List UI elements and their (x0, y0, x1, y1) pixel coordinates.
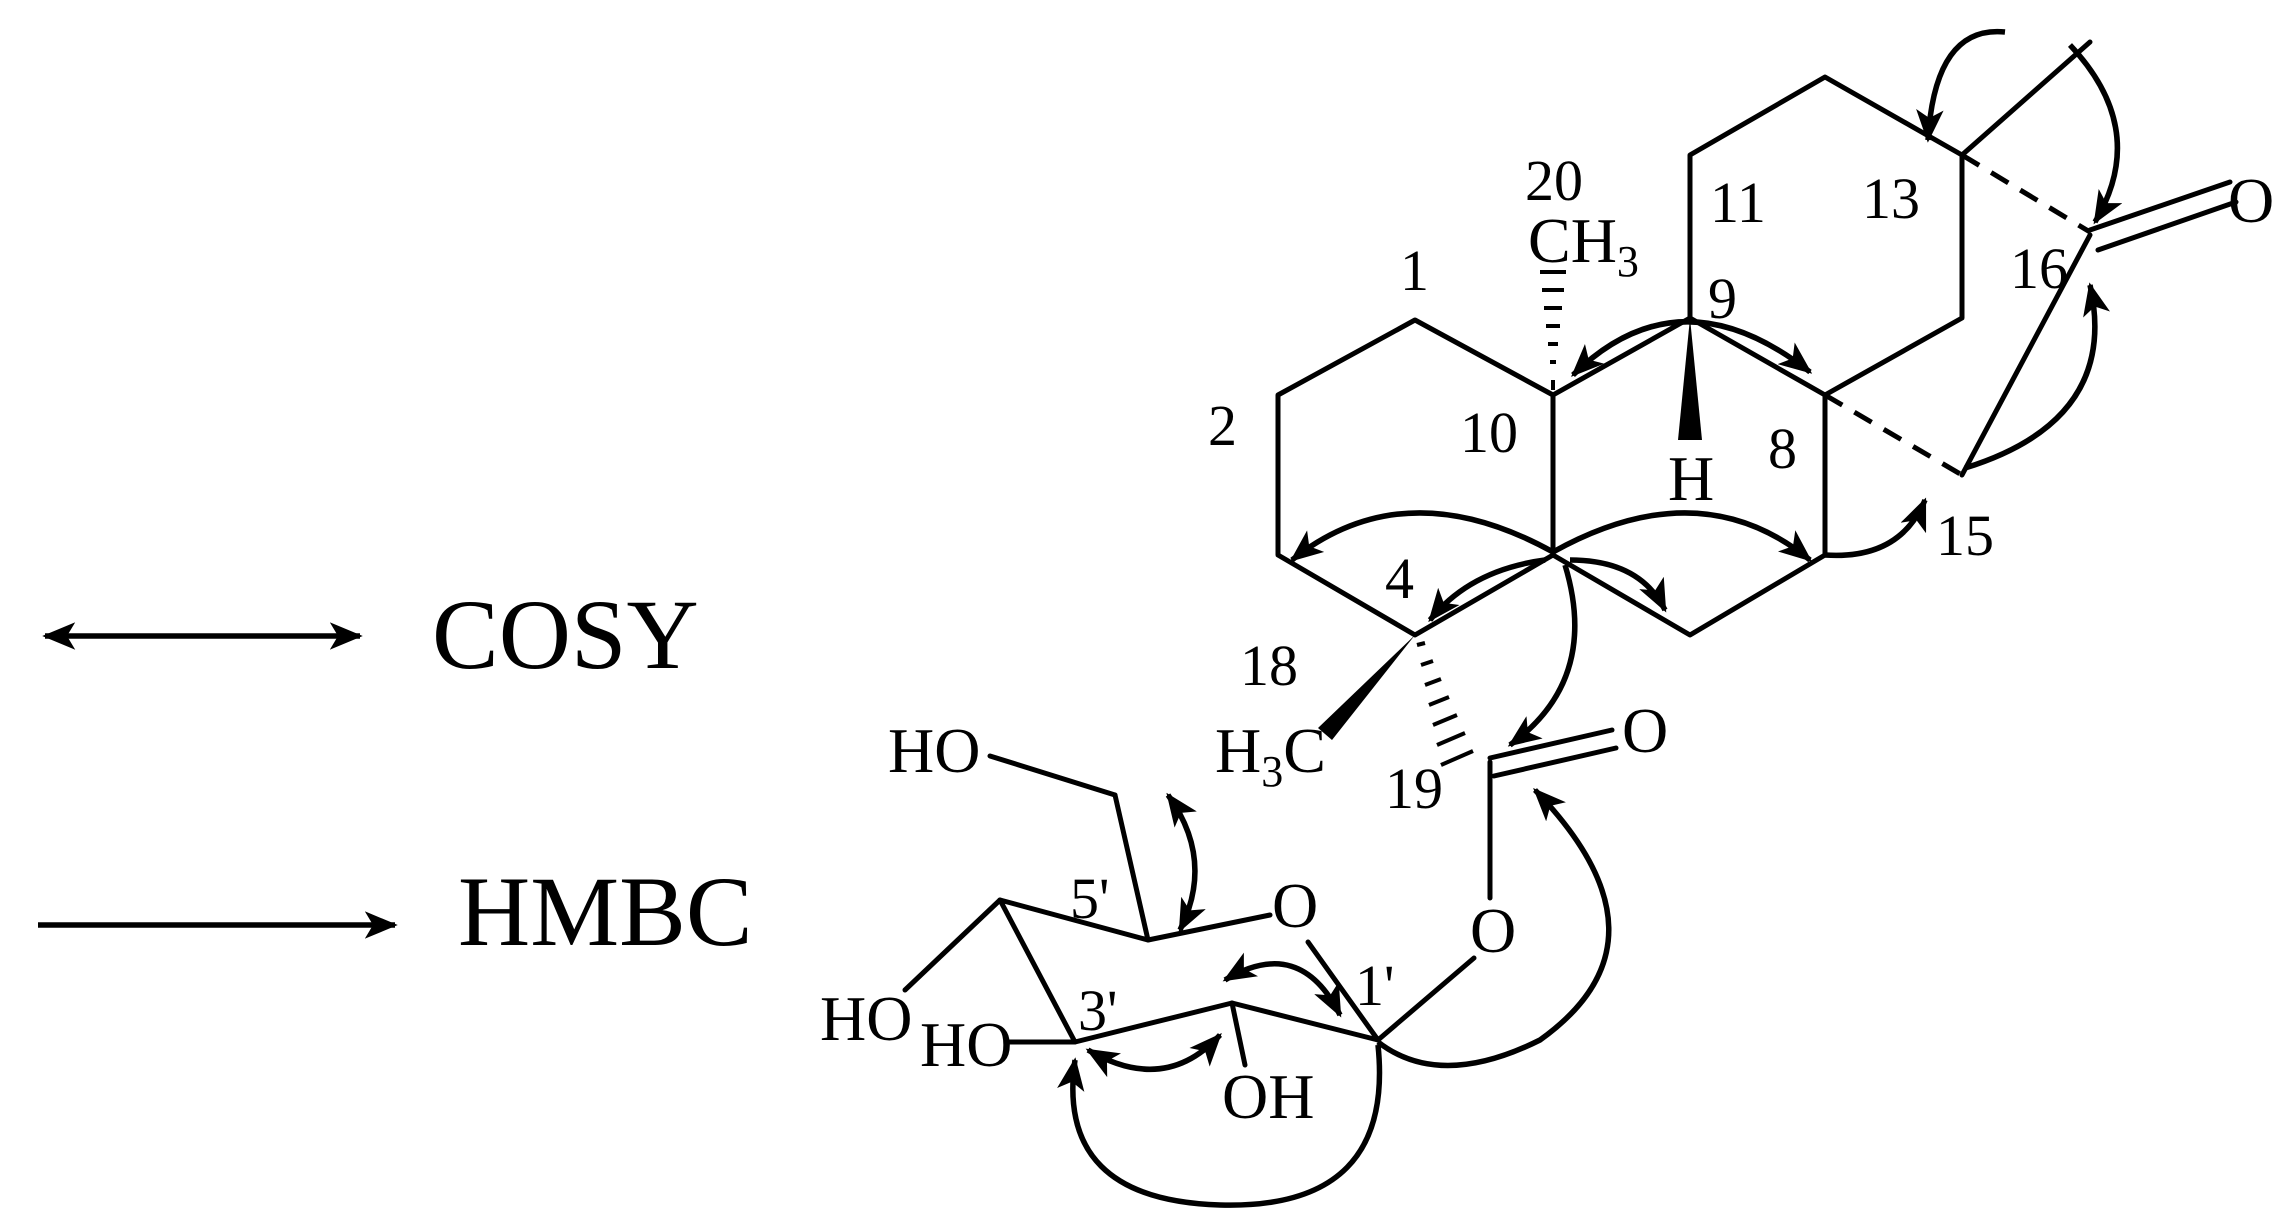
hashed-wedge-10 (1540, 270, 1566, 390)
methyl-18-label: H3C (1215, 715, 1326, 796)
bond-13-methyl (1959, 39, 2093, 158)
ring-a (1275, 317, 1556, 638)
hydroxyl-3p-label: HO (920, 1009, 1012, 1080)
cosy-arrow-1p-2p (1222, 952, 1343, 1018)
bond-13-16 (1960, 152, 2092, 235)
position-2: 2 (1208, 393, 1237, 458)
position-10: 10 (1460, 400, 1518, 465)
ring-oxygen-label: O (1272, 870, 1318, 941)
cosy-arrow-3-5-7 (1289, 510, 1813, 563)
position-15: 15 (1936, 503, 1994, 568)
hydroxyl-2p-label: OH (1222, 1061, 1314, 1132)
cosy-arrow-9-10-8 (1571, 319, 1813, 377)
correlation-arrows (1057, 28, 2123, 1208)
hashed-wedge-4 (1416, 641, 1474, 767)
bond-15-16 (1959, 232, 2093, 478)
ketone-oxygen-label: O (2228, 165, 2274, 236)
position-13: 13 (1862, 166, 1920, 231)
position-16: 16 (2010, 236, 2068, 301)
cosy-arrow-5p-6p (1165, 792, 1206, 933)
position-18: 18 (1240, 633, 1298, 698)
position-5-prime: 5' (1070, 866, 1109, 931)
position-numbers: 1 2 4 8 9 10 11 13 15 16 18 19 20 1' 3' … (1070, 148, 2068, 1043)
position-20: 20 (1525, 148, 1583, 213)
position-19: 19 (1385, 756, 1443, 821)
hmbc-arrow-5-6 (1569, 557, 1668, 613)
position-11: 11 (1710, 170, 1766, 235)
hmbc-arrow-14-15 (1824, 497, 1928, 559)
position-4: 4 (1385, 546, 1414, 611)
hydrogen-9-label: H (1668, 443, 1714, 514)
position-1: 1 (1400, 238, 1429, 303)
ring-b (1550, 315, 1828, 638)
bond-5p-6p (1112, 792, 1151, 943)
hmbc-arrow-1p-3p (1057, 1044, 1383, 1208)
ester-carbonyl-b (1491, 745, 1619, 779)
position-9: 9 (1708, 266, 1737, 331)
carbonyl-oxygen-label: O (1622, 695, 1668, 766)
position-3-prime: 3' (1078, 978, 1117, 1043)
ester-carbonyl-a (1487, 727, 1615, 761)
ring-c (1687, 74, 1965, 398)
hydroxyl-4p-label: HO (820, 983, 912, 1054)
hmbc-legend-label: HMBC (458, 856, 753, 967)
position-1-prime: 1' (1355, 953, 1394, 1018)
bond-6p-oh (987, 753, 1118, 798)
cosy-arrow-2p-3p (1085, 1032, 1223, 1078)
solid-wedge-9 (1678, 318, 1702, 440)
hydroxyl-6p-label: HO (888, 715, 980, 786)
pyranose-ring (997, 897, 1381, 1045)
legend: COSY HMBC (38, 579, 753, 967)
ketone-bond-b (2095, 199, 2239, 253)
ester-oxygen-label: O (1470, 895, 1516, 966)
cosy-arrow-13 (1916, 28, 2006, 143)
bond-o-1p (1375, 955, 1477, 1043)
hmbc-arrow-methyl-16 (2067, 43, 2123, 225)
solid-wedge-18 (1318, 635, 1415, 740)
bond-8-15 (1823, 392, 1964, 478)
hmbc-arrow-5-4 (1427, 557, 1546, 623)
hmbc-arrow-5-19 (1507, 564, 1578, 748)
glucose-unit (902, 753, 1477, 1068)
cosy-legend-label: COSY (432, 579, 699, 690)
position-8: 8 (1768, 416, 1797, 481)
atom-labels: O O O O CH3 H3C H HO HO HO OH (820, 165, 2274, 1132)
bond-4p-oh (902, 897, 1003, 993)
methyl-20-label: CH3 (1528, 205, 1639, 286)
hmbc-arrow-1p-19 (1376, 788, 1612, 1069)
bond-2p-oh (1229, 1000, 1248, 1068)
hmbc-arrow-15-16 (1964, 282, 2110, 471)
